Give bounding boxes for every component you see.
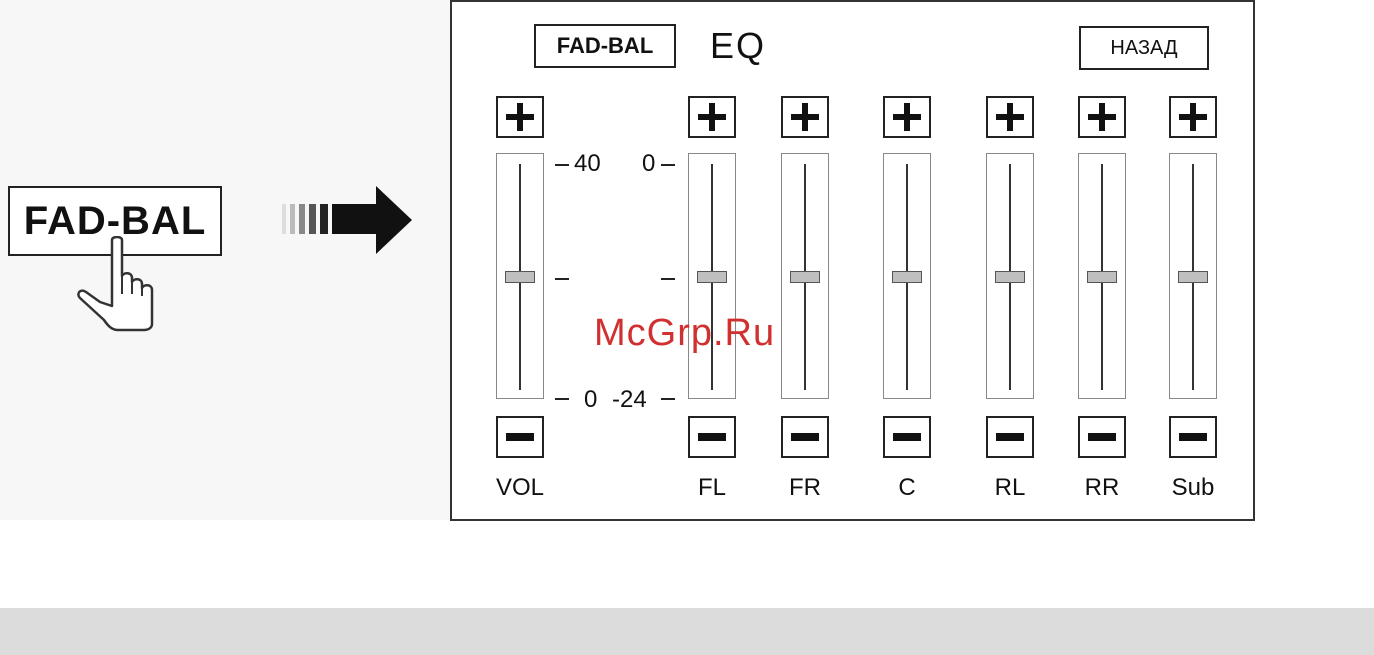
slider-track-fr[interactable]	[781, 153, 829, 399]
slider-track-c[interactable]	[883, 153, 931, 399]
plus-button-sub[interactable]	[1169, 96, 1217, 138]
channel-label-fr: FR	[755, 474, 855, 502]
vol-scale-min: 0	[584, 388, 597, 412]
slider-knob-fl[interactable]	[697, 271, 727, 283]
channel-label-rr: RR	[1052, 474, 1152, 502]
slider-track-vol[interactable]	[496, 153, 544, 399]
eq-tab[interactable]: EQ	[710, 24, 766, 68]
watermark: McGrp.Ru	[594, 312, 775, 355]
plus-button-fr[interactable]	[781, 96, 829, 138]
eq-scale-min: -24	[612, 388, 647, 412]
minus-button-c[interactable]	[883, 416, 931, 458]
slider-knob-sub[interactable]	[1178, 271, 1208, 283]
footer-band	[0, 608, 1374, 655]
minus-button-rr[interactable]	[1078, 416, 1126, 458]
instruction-area	[0, 0, 450, 520]
channel-label-vol: VOL	[470, 474, 570, 502]
channel-label-sub: Sub	[1143, 474, 1243, 502]
minus-button-rl[interactable]	[986, 416, 1034, 458]
channel-label-rl: RL	[960, 474, 1060, 502]
scale-tick-vol-mid	[555, 278, 569, 280]
scale-tick-vol-bottom	[555, 398, 569, 400]
scale-tick-eq-top	[661, 164, 675, 166]
channel-label-fl: FL	[662, 474, 762, 502]
slider-knob-rr[interactable]	[1087, 271, 1117, 283]
slider-track-fl[interactable]	[688, 153, 736, 399]
arrow-right-icon	[282, 186, 414, 254]
slider-track-sub[interactable]	[1169, 153, 1217, 399]
scale-tick-eq-mid	[661, 278, 675, 280]
channel-label-c: C	[857, 474, 957, 502]
slider-track-rr[interactable]	[1078, 153, 1126, 399]
vol-scale-max: 40	[574, 152, 601, 176]
minus-button-vol[interactable]	[496, 416, 544, 458]
slider-knob-c[interactable]	[892, 271, 922, 283]
slider-knob-fr[interactable]	[790, 271, 820, 283]
slider-track-rl[interactable]	[986, 153, 1034, 399]
scale-tick-vol-top	[555, 164, 569, 166]
slider-knob-vol[interactable]	[505, 271, 535, 283]
plus-button-fl[interactable]	[688, 96, 736, 138]
plus-button-c[interactable]	[883, 96, 931, 138]
scale-tick-eq-bottom	[661, 398, 675, 400]
pointing-hand-icon	[70, 236, 180, 332]
minus-button-fl[interactable]	[688, 416, 736, 458]
eq-scale-max: 0	[642, 152, 655, 176]
plus-button-vol[interactable]	[496, 96, 544, 138]
minus-button-fr[interactable]	[781, 416, 829, 458]
plus-button-rr[interactable]	[1078, 96, 1126, 138]
slider-knob-rl[interactable]	[995, 271, 1025, 283]
minus-button-sub[interactable]	[1169, 416, 1217, 458]
fad-bal-tab[interactable]: FAD-BAL	[534, 24, 676, 68]
back-button[interactable]: НАЗАД	[1079, 26, 1209, 70]
plus-button-rl[interactable]	[986, 96, 1034, 138]
